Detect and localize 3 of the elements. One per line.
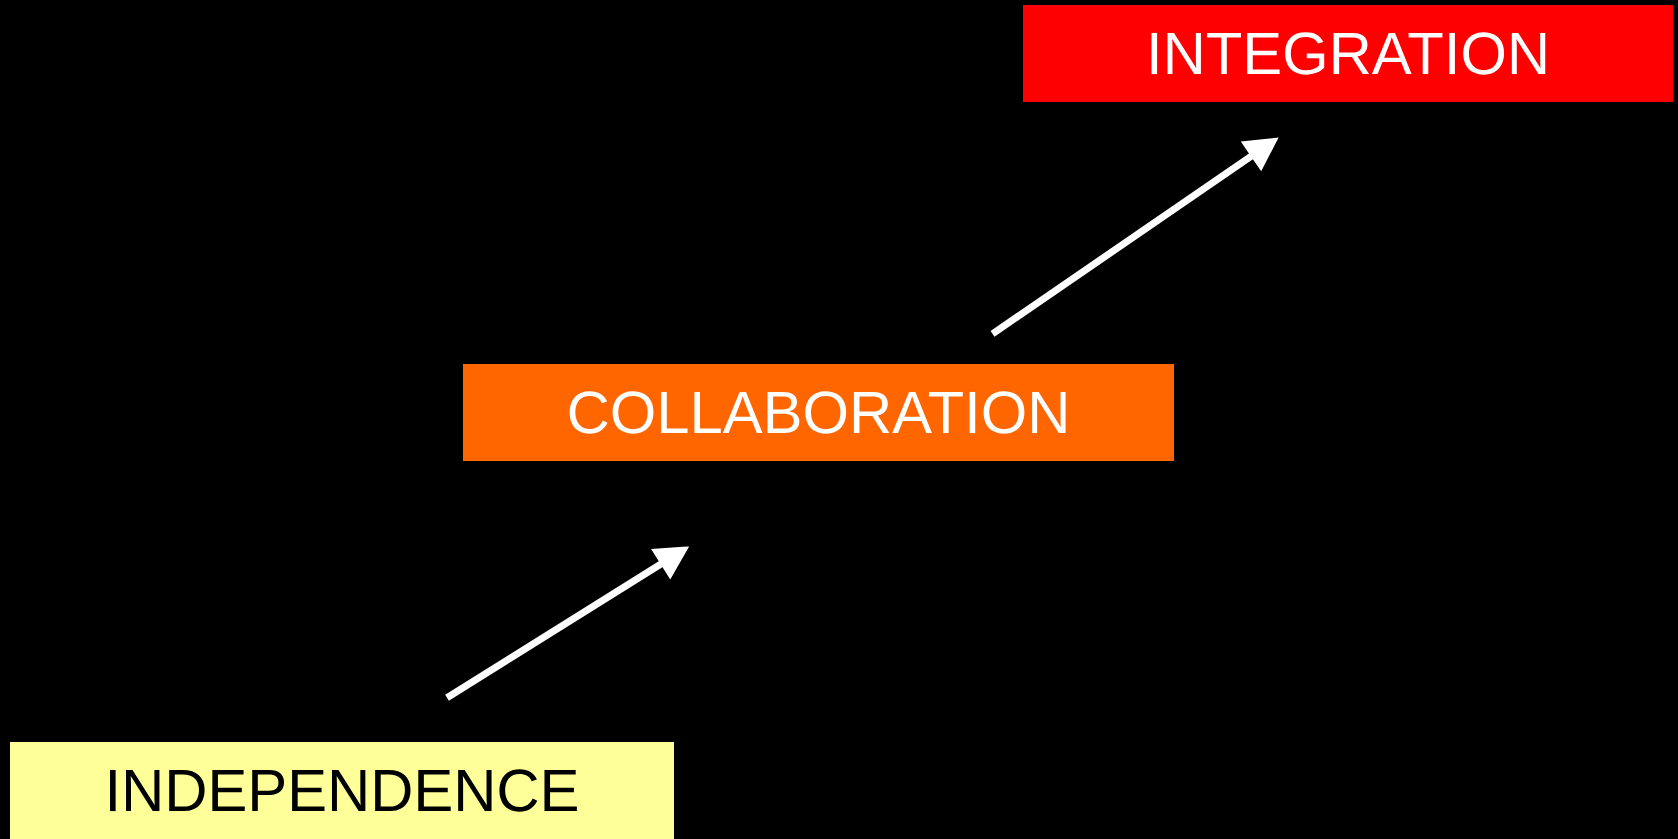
stage-box: INDEPENDENCE xyxy=(10,742,674,839)
stage-box: COLLABORATION xyxy=(463,364,1174,461)
stage-box: INTEGRATION xyxy=(1023,5,1674,102)
